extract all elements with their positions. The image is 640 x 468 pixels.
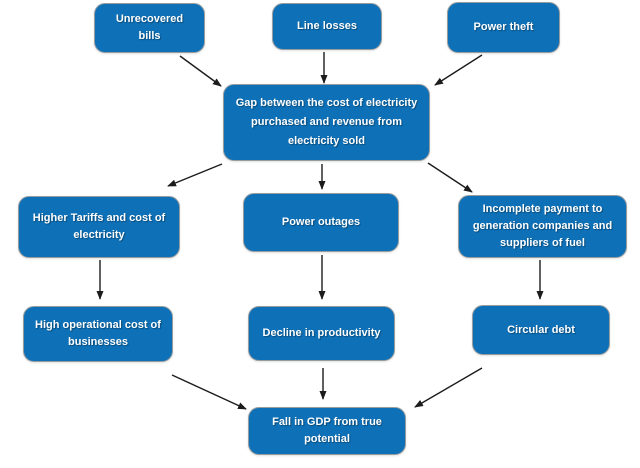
arrow-high-operational-cost-to-fall-gdp bbox=[171, 374, 247, 410]
node-gap-cost-revenue: Gap between the cost of electricity purc… bbox=[223, 84, 430, 161]
node-line-losses: Line losses bbox=[272, 3, 382, 50]
node-higher-tariffs: Higher Tariffs and cost of electricity bbox=[18, 196, 180, 258]
node-circular-debt: Circular debt bbox=[472, 305, 610, 355]
node-decline-productivity: Decline in productivity bbox=[248, 306, 395, 361]
arrow-circular-debt-to-fall-gdp bbox=[414, 367, 483, 408]
arrow-unrecovered-bills-to-gap bbox=[179, 55, 222, 87]
node-fall-gdp: Fall in GDP from true potential bbox=[248, 407, 406, 455]
node-high-operational-cost: High operational cost of businesses bbox=[23, 306, 173, 362]
arrow-gap-to-higher-tariffs bbox=[167, 163, 223, 187]
node-incomplete-payment: Incomplete payment to generation compani… bbox=[458, 195, 627, 258]
node-power-theft: Power theft bbox=[447, 2, 560, 53]
arrow-power-theft-to-gap bbox=[434, 54, 483, 86]
node-unrecovered-bills: Unrecovered bills bbox=[94, 3, 205, 53]
node-power-outages: Power outages bbox=[243, 193, 399, 252]
arrow-gap-to-incomplete-payment bbox=[427, 162, 473, 193]
